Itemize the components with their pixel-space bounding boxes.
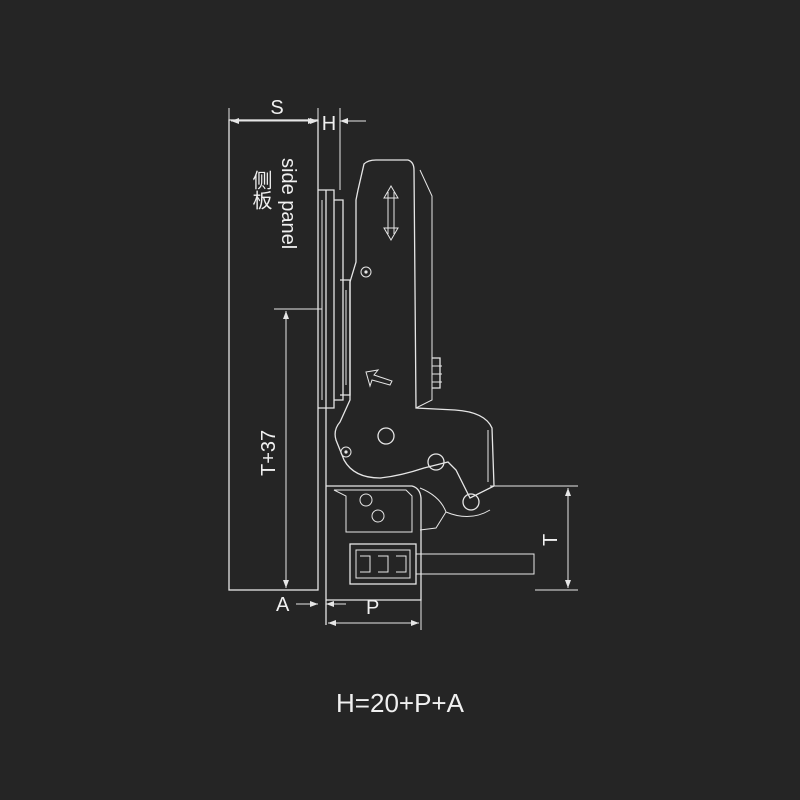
depth-adjust-icon <box>365 369 393 388</box>
dimension-S: S <box>228 97 319 132</box>
label-H: H <box>322 113 336 135</box>
vertical-adjust-icon <box>383 185 399 241</box>
side-panel <box>228 119 319 591</box>
mounting-plate <box>318 189 351 409</box>
dimension-T37: T+37 <box>258 308 322 588</box>
side-panel-label-cn: 侧板 <box>249 170 272 210</box>
door-plate <box>349 543 535 585</box>
dimension-H: H <box>300 108 366 190</box>
dimension-T: T <box>490 485 578 591</box>
label-T: T <box>540 534 562 546</box>
formula-text: H=20+P+A <box>336 688 464 718</box>
label-S: S <box>270 97 283 119</box>
dimension-A: A <box>276 594 346 616</box>
hinge-cup <box>326 485 422 601</box>
hinge-arm <box>334 159 495 531</box>
side-panel-label-en: side panel <box>277 158 299 249</box>
label-P: P <box>366 597 379 619</box>
label-A: A <box>276 594 290 616</box>
label-T37: T+37 <box>258 430 280 476</box>
